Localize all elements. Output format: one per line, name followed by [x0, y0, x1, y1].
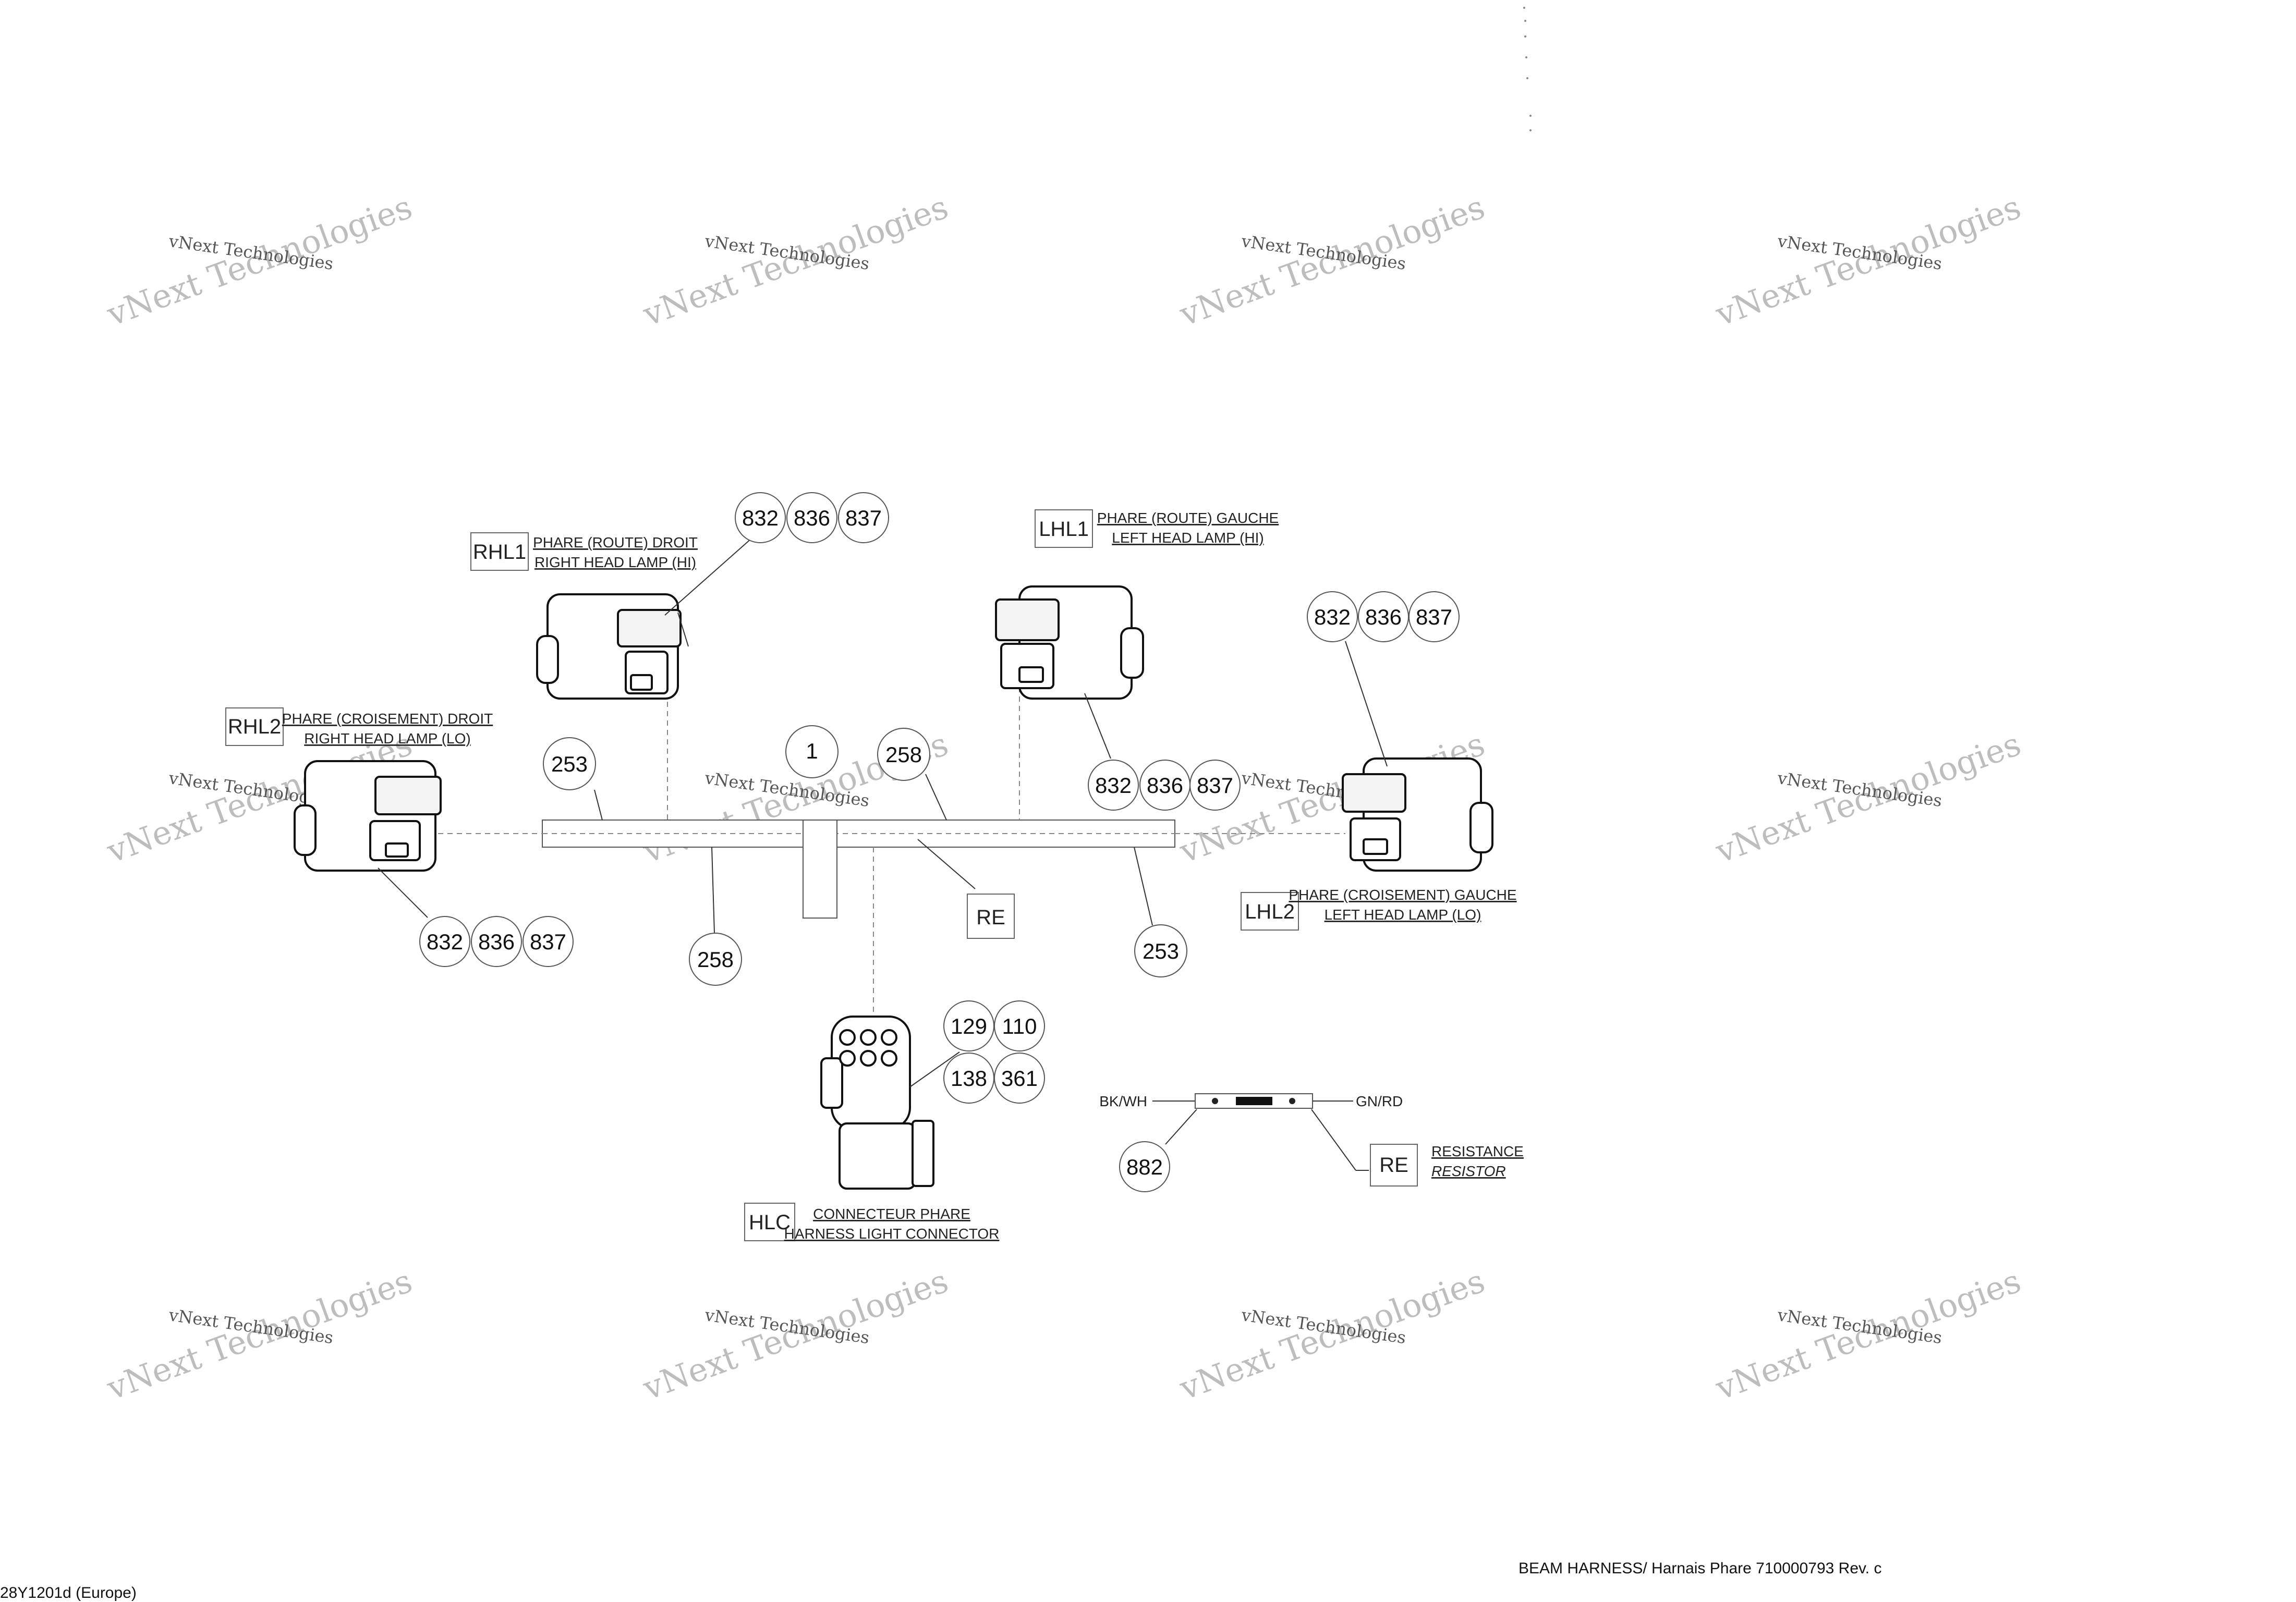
label-box-hlc: HLC CONNECTEUR PHARE HARNESS LIGHT CONNE…: [744, 1203, 1000, 1242]
drawing-title: BEAM HARNESS/ Harnais Phare 710000793 Re…: [1518, 1560, 1881, 1577]
callout: 836: [1147, 773, 1183, 798]
callout: 258: [697, 947, 734, 972]
callout: 258: [885, 742, 922, 767]
callout-group-lhl2: 832 836 837: [1307, 591, 1460, 642]
re-marker-box: RE: [967, 894, 1015, 939]
connector-code-lhl1: LHL1: [1039, 518, 1089, 541]
callout: 837: [1197, 773, 1233, 798]
harness-callouts: 1 253 258 258 253: [543, 725, 1187, 986]
connector-desc-fr-lhl1: PHARE (ROUTE) GAUCHE: [1097, 510, 1279, 526]
callout: 832: [427, 930, 463, 954]
callout: 253: [1143, 939, 1179, 963]
callout: 832: [1095, 773, 1132, 798]
connector-hlc: [820, 1016, 934, 1190]
connector-desc-fr-hlc: CONNECTEUR PHARE: [813, 1206, 970, 1222]
callout: 1: [806, 739, 818, 763]
resistor-code: RE: [1379, 1154, 1408, 1177]
callout: 129: [951, 1014, 987, 1038]
re-marker-label: RE: [976, 906, 1005, 929]
callout: 832: [1314, 605, 1351, 629]
connector-desc-en-rhl1: RIGHT HEAD LAMP (HI): [534, 554, 696, 570]
connector-code-lhl2: LHL2: [1245, 900, 1295, 923]
wire-color-left: BK/WH: [1099, 1093, 1147, 1109]
callout-group-rhl2: 832 836 837: [419, 916, 574, 967]
connector-desc-fr-lhl2: PHARE (CROISEMENT) GAUCHE: [1289, 887, 1516, 903]
connector-rhl1: [536, 593, 689, 700]
connector-desc-fr-rhl2: PHARE (CROISEMENT) DROIT: [282, 711, 493, 727]
callout: 110: [1002, 1014, 1037, 1038]
label-box-rhl2: RHL2 PHARE (CROISEMENT) DROIT RIGHT HEAD…: [225, 707, 493, 747]
callout-group-hlc: 129 110 138 361: [943, 1000, 1045, 1104]
model-number: 28Y1201d (Europe): [0, 1584, 137, 1601]
resistor-desc-fr: RESISTANCE: [1431, 1143, 1524, 1159]
callout: 837: [1416, 605, 1452, 629]
wire-color-right: GN/RD: [1356, 1093, 1403, 1109]
callout: 253: [551, 752, 588, 776]
callout: 837: [530, 930, 566, 954]
callout: 836: [794, 506, 830, 530]
connector-code-hlc: HLC: [749, 1211, 791, 1234]
connector-rhl2: [294, 760, 442, 872]
callout: 138: [951, 1066, 987, 1091]
connector-lhl1: [995, 585, 1144, 700]
connector-desc-en-lhl2: LEFT HEAD LAMP (LO): [1325, 907, 1481, 923]
callout-group-rhl1: 832 836 837: [735, 492, 889, 543]
callout: 837: [845, 506, 882, 530]
label-box-lhl2: LHL2 PHARE (CROISEMENT) GAUCHE LEFT HEAD…: [1241, 887, 1517, 931]
connector-desc-en-hlc: HARNESS LIGHT CONNECTOR: [784, 1226, 1000, 1242]
connector-desc-fr-rhl1: PHARE (ROUTE) DROIT: [533, 534, 698, 551]
connector-lhl2: [1342, 757, 1493, 872]
connector-code-rhl2: RHL2: [228, 715, 281, 738]
callout: 836: [1365, 605, 1402, 629]
callout: 361: [1001, 1066, 1038, 1091]
resistor-detail: BK/WH GN/RD 882 RE RESISTANCE RESISTOR: [1099, 1093, 1524, 1192]
callout: 882: [1126, 1155, 1163, 1179]
callout: 836: [478, 930, 515, 954]
callout: 832: [742, 506, 779, 530]
edge-marks: [1523, 7, 1532, 131]
label-box-rhl1: RHL1 PHARE (ROUTE) DROIT RIGHT HEAD LAMP…: [470, 532, 698, 571]
resistor-desc-en: RESISTOR: [1431, 1163, 1506, 1179]
connector-desc-en-lhl1: LEFT HEAD LAMP (HI): [1112, 530, 1264, 546]
connector-code-rhl1: RHL1: [473, 541, 526, 564]
callout-group-lhl1: 832 836 837: [1088, 760, 1241, 811]
connector-desc-en-rhl2: RIGHT HEAD LAMP (LO): [304, 730, 470, 747]
label-box-lhl1: LHL1 PHARE (ROUTE) GAUCHE LEFT HEAD LAMP…: [1035, 509, 1279, 548]
harness-trunk: [438, 678, 1345, 1053]
